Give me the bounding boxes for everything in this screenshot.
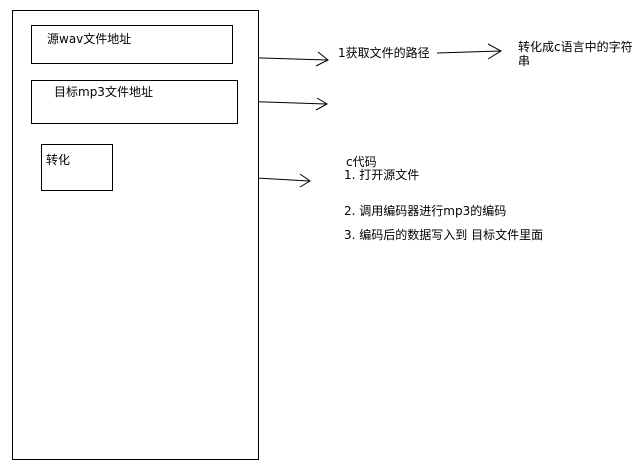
note-step-2: 2. 调用编码器进行mp3的编码 (344, 204, 507, 218)
convert-button[interactable]: 转化 (41, 144, 113, 191)
source-wav-path-field[interactable]: 源wav文件地址 (31, 25, 233, 64)
source-wav-path-label: 源wav文件地址 (47, 32, 132, 46)
note-step-3: 3. 编码后的数据写入到 目标文件里面 (344, 228, 544, 242)
target-mp3-path-field[interactable]: 目标mp3文件地址 (31, 80, 238, 124)
target-mp3-path-label: 目标mp3文件地址 (54, 85, 153, 99)
note-step-1: 1. 打开源文件 (344, 168, 420, 182)
app-window-frame (12, 10, 259, 460)
note-get-file-path: 1获取文件的路径 (338, 46, 430, 60)
note-c-code-title: c代码 (346, 155, 377, 169)
note-convert-to-c-string: 转化成c语言中的字符串 (518, 40, 633, 68)
convert-button-label: 转化 (46, 153, 71, 167)
arrow-get-path-to-c-string (436, 43, 503, 60)
